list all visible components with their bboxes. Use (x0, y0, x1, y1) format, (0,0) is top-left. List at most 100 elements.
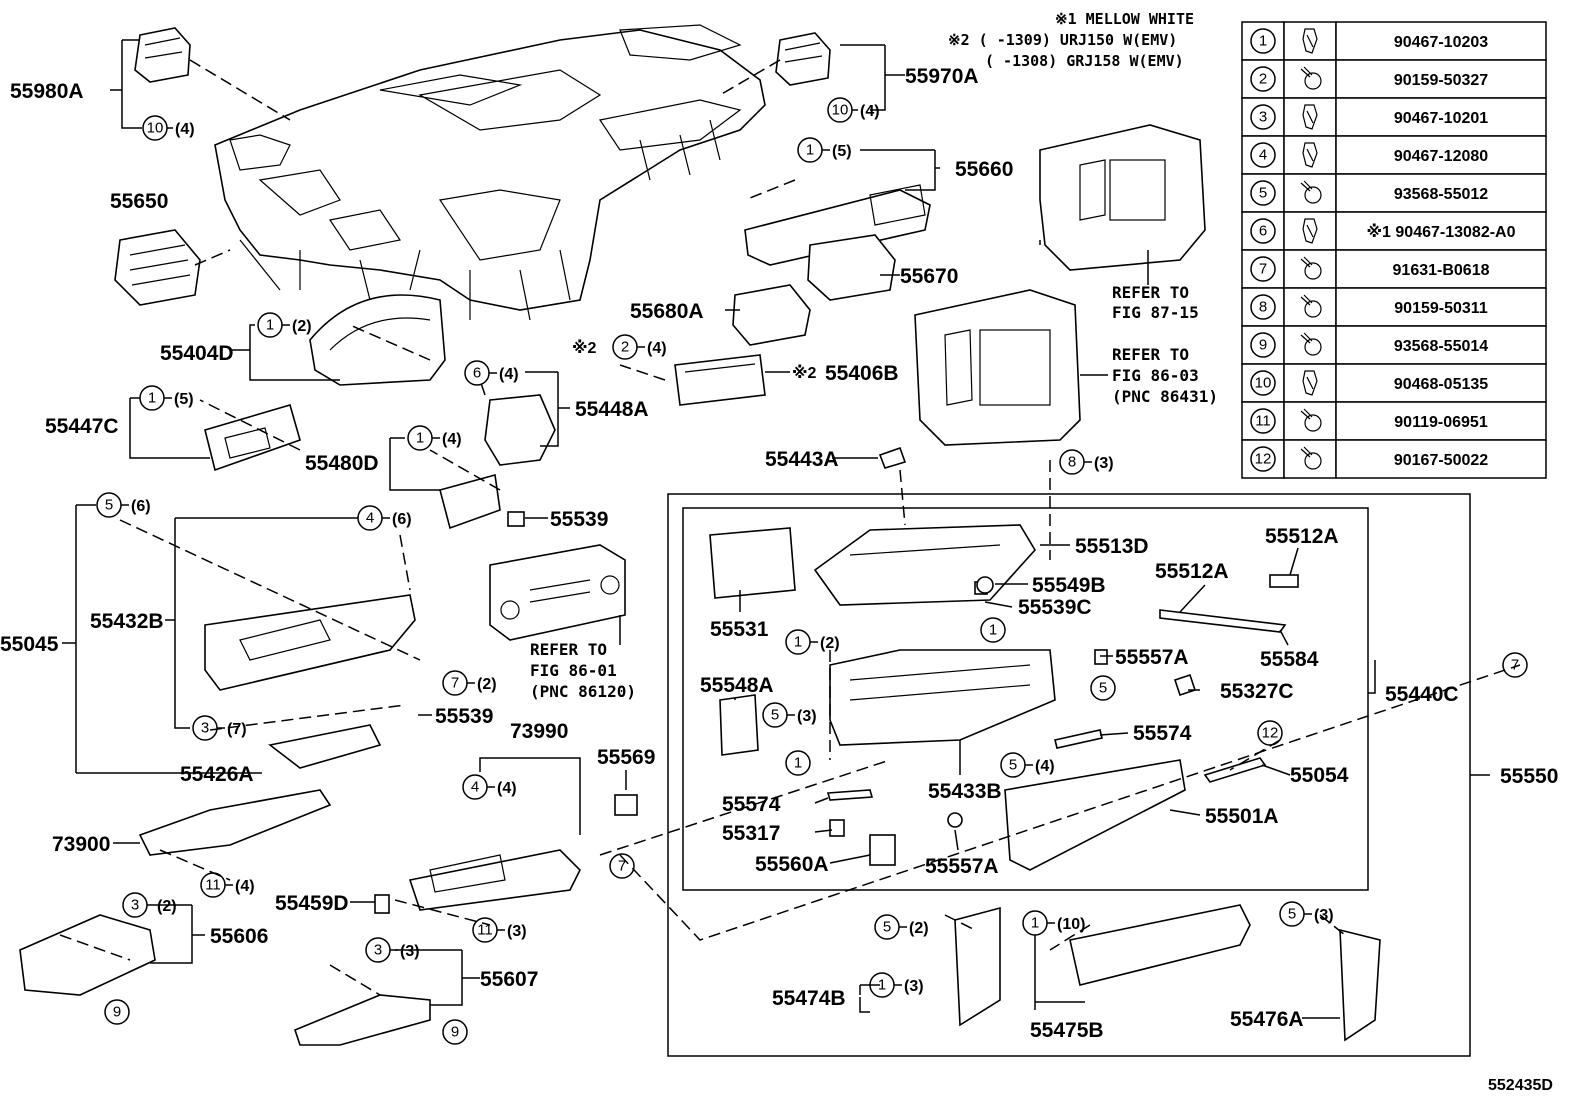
callout: 1(2) (785, 629, 840, 655)
note-mellow-white: ※1 MELLOW WHITE (1055, 10, 1194, 28)
callout-qty: (3) (507, 923, 527, 940)
part-label: 55443A (765, 448, 839, 471)
callout-qty: (4) (497, 780, 517, 797)
clip-55569-illustration (614, 794, 638, 816)
callout-qty: (3) (1314, 907, 1334, 924)
center-vent-panel-illustration (744, 184, 931, 266)
key-circle (1250, 218, 1276, 244)
clip-55459D-illustration (374, 894, 390, 914)
cover-55448A-illustration (484, 394, 556, 466)
callout: 2 (4) (612, 334, 667, 360)
callout-number: 5 (1099, 680, 1107, 697)
callout-qty: (3) (797, 708, 817, 725)
fastener-key: 5 (1259, 185, 1267, 202)
fastener-part-number: 90159-50327 (1394, 72, 1488, 89)
dashed-guides (59, 59, 1521, 996)
callout-number: 3 (131, 897, 139, 914)
part-label: 55569 (597, 746, 655, 769)
callout-number: 12 (1262, 725, 1279, 742)
fastener-key: 6 (1259, 223, 1267, 240)
glovebox-inner-frame (682, 507, 1369, 891)
part-label: 55512A (1155, 560, 1229, 583)
part-label: 55440C (1385, 683, 1459, 706)
callout-number: 8 (1068, 454, 1076, 471)
part-label: 55607 (480, 968, 538, 991)
callout-number: 5 (1288, 906, 1296, 923)
callout-qty: (4) (442, 431, 462, 448)
callout-qty: (4) (235, 878, 255, 895)
key-circle (1250, 142, 1276, 168)
vent-55650-illustration (114, 229, 201, 306)
callout-qty: (4) (647, 340, 667, 357)
fastener-row: 5 93568-55012 (1241, 173, 1547, 213)
callout: 5 (3) (1279, 901, 1334, 927)
callout-number: 11 (477, 922, 493, 939)
callout: 9 (104, 999, 130, 1025)
part-label: 55970A (905, 65, 979, 88)
part-label: 55501A (1205, 805, 1279, 828)
fastener-part-number: 93568-55014 (1394, 338, 1488, 355)
clip-icon (1302, 370, 1318, 396)
callout-qty: (4) (499, 366, 519, 383)
callout: 4 (4) (462, 774, 517, 800)
callout-qty: (6) (131, 498, 151, 515)
callout-qty: (2) (477, 676, 497, 693)
callout-number: 1 (878, 977, 886, 994)
key-circle (1250, 408, 1276, 434)
callout-qty: (4) (175, 121, 195, 138)
note-grj158: ( -1308) GRJ158 W(EMV) (985, 52, 1184, 70)
instrument-panel-illustration (214, 24, 766, 321)
part-label: 55426A (180, 763, 254, 786)
fastener-part-number: 93568-55012 (1394, 186, 1488, 203)
refer-line: (PNC 86120) (530, 682, 636, 701)
figure-id: 552435D (1488, 1077, 1553, 1094)
callout-number: 11 (205, 877, 221, 894)
part-label: 55474B (772, 987, 846, 1010)
callout-qty: (4) (860, 103, 880, 120)
glovebox-assembly-illustration (709, 446, 1299, 871)
callout: 10(4) (827, 97, 880, 123)
fastener-part-number: 90167-50022 (1394, 452, 1488, 469)
part-label: 55459D (275, 892, 349, 915)
callout-number: 5 (105, 497, 113, 514)
callout: 5(3) (762, 702, 817, 728)
callout-qty: (6) (392, 511, 412, 528)
callout: 10(4) (142, 115, 195, 141)
switch-panel-55447C-illustration (204, 404, 301, 472)
part-label: 55557A (1115, 646, 1189, 669)
callout: 9 (442, 1019, 468, 1045)
fastener-part-number: ※1 90467-13082-A0 (1367, 223, 1516, 241)
fastener-key: 12 (1255, 451, 1272, 468)
callout-number: 5 (1009, 757, 1017, 774)
callout: 3(3) (365, 937, 420, 963)
part-label: 55512A (1265, 525, 1339, 548)
part-label: 55475B (1030, 1019, 1104, 1042)
callout-number: 4 (471, 779, 479, 796)
nav-bezel-top-illustration (1039, 124, 1206, 271)
part-label: 55670 (900, 265, 958, 288)
nav-bezel-main-illustration (914, 289, 1081, 446)
callout-number: 1 (794, 634, 802, 651)
callout: 4(6) (357, 505, 412, 531)
callout: 1 (785, 750, 811, 776)
glovebox-trim-illustration (954, 904, 1381, 1042)
part-label: 55432B (90, 610, 164, 633)
part-label: 55549B (1032, 574, 1106, 597)
refer-line: (PNC 86431) (1112, 387, 1218, 406)
part-label: 55448A (575, 398, 649, 421)
part-label: 55539 (550, 508, 608, 531)
callout-number: 2 (621, 339, 629, 356)
part-label: 55548A (700, 674, 774, 697)
callout-number: 9 (451, 1024, 459, 1041)
part-label: 55054 (1290, 764, 1349, 787)
part-label: 55584 (1260, 648, 1319, 671)
callout: 7 (1502, 652, 1528, 678)
key-circle (1250, 370, 1276, 396)
key-circle (1250, 332, 1276, 358)
